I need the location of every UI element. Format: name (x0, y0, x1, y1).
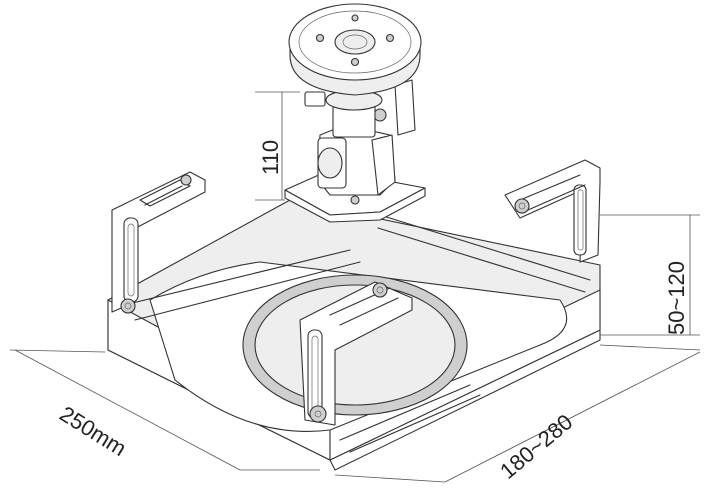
right-bracket (504, 159, 601, 263)
front-bracket (299, 281, 413, 426)
bolt-icon (514, 198, 530, 214)
bolt-icon (180, 174, 192, 186)
tilt-joint (317, 108, 396, 196)
ceiling-plate (288, 3, 422, 96)
left-bracket (111, 171, 206, 314)
dimension-lines (9, 91, 701, 483)
width-dimension-label: 250mm (55, 401, 130, 461)
bolt-icon (350, 195, 360, 205)
adjust-dimension-label: 50~120 (664, 261, 689, 335)
height-dimension-label: 110 (258, 140, 283, 175)
bolt-icon (373, 108, 387, 122)
depth-dimension-label: 180~280 (495, 409, 577, 484)
bolt-icon (309, 405, 327, 423)
bolt-icon (372, 282, 388, 298)
bolt-icon (120, 298, 136, 314)
mount-post (304, 79, 416, 138)
